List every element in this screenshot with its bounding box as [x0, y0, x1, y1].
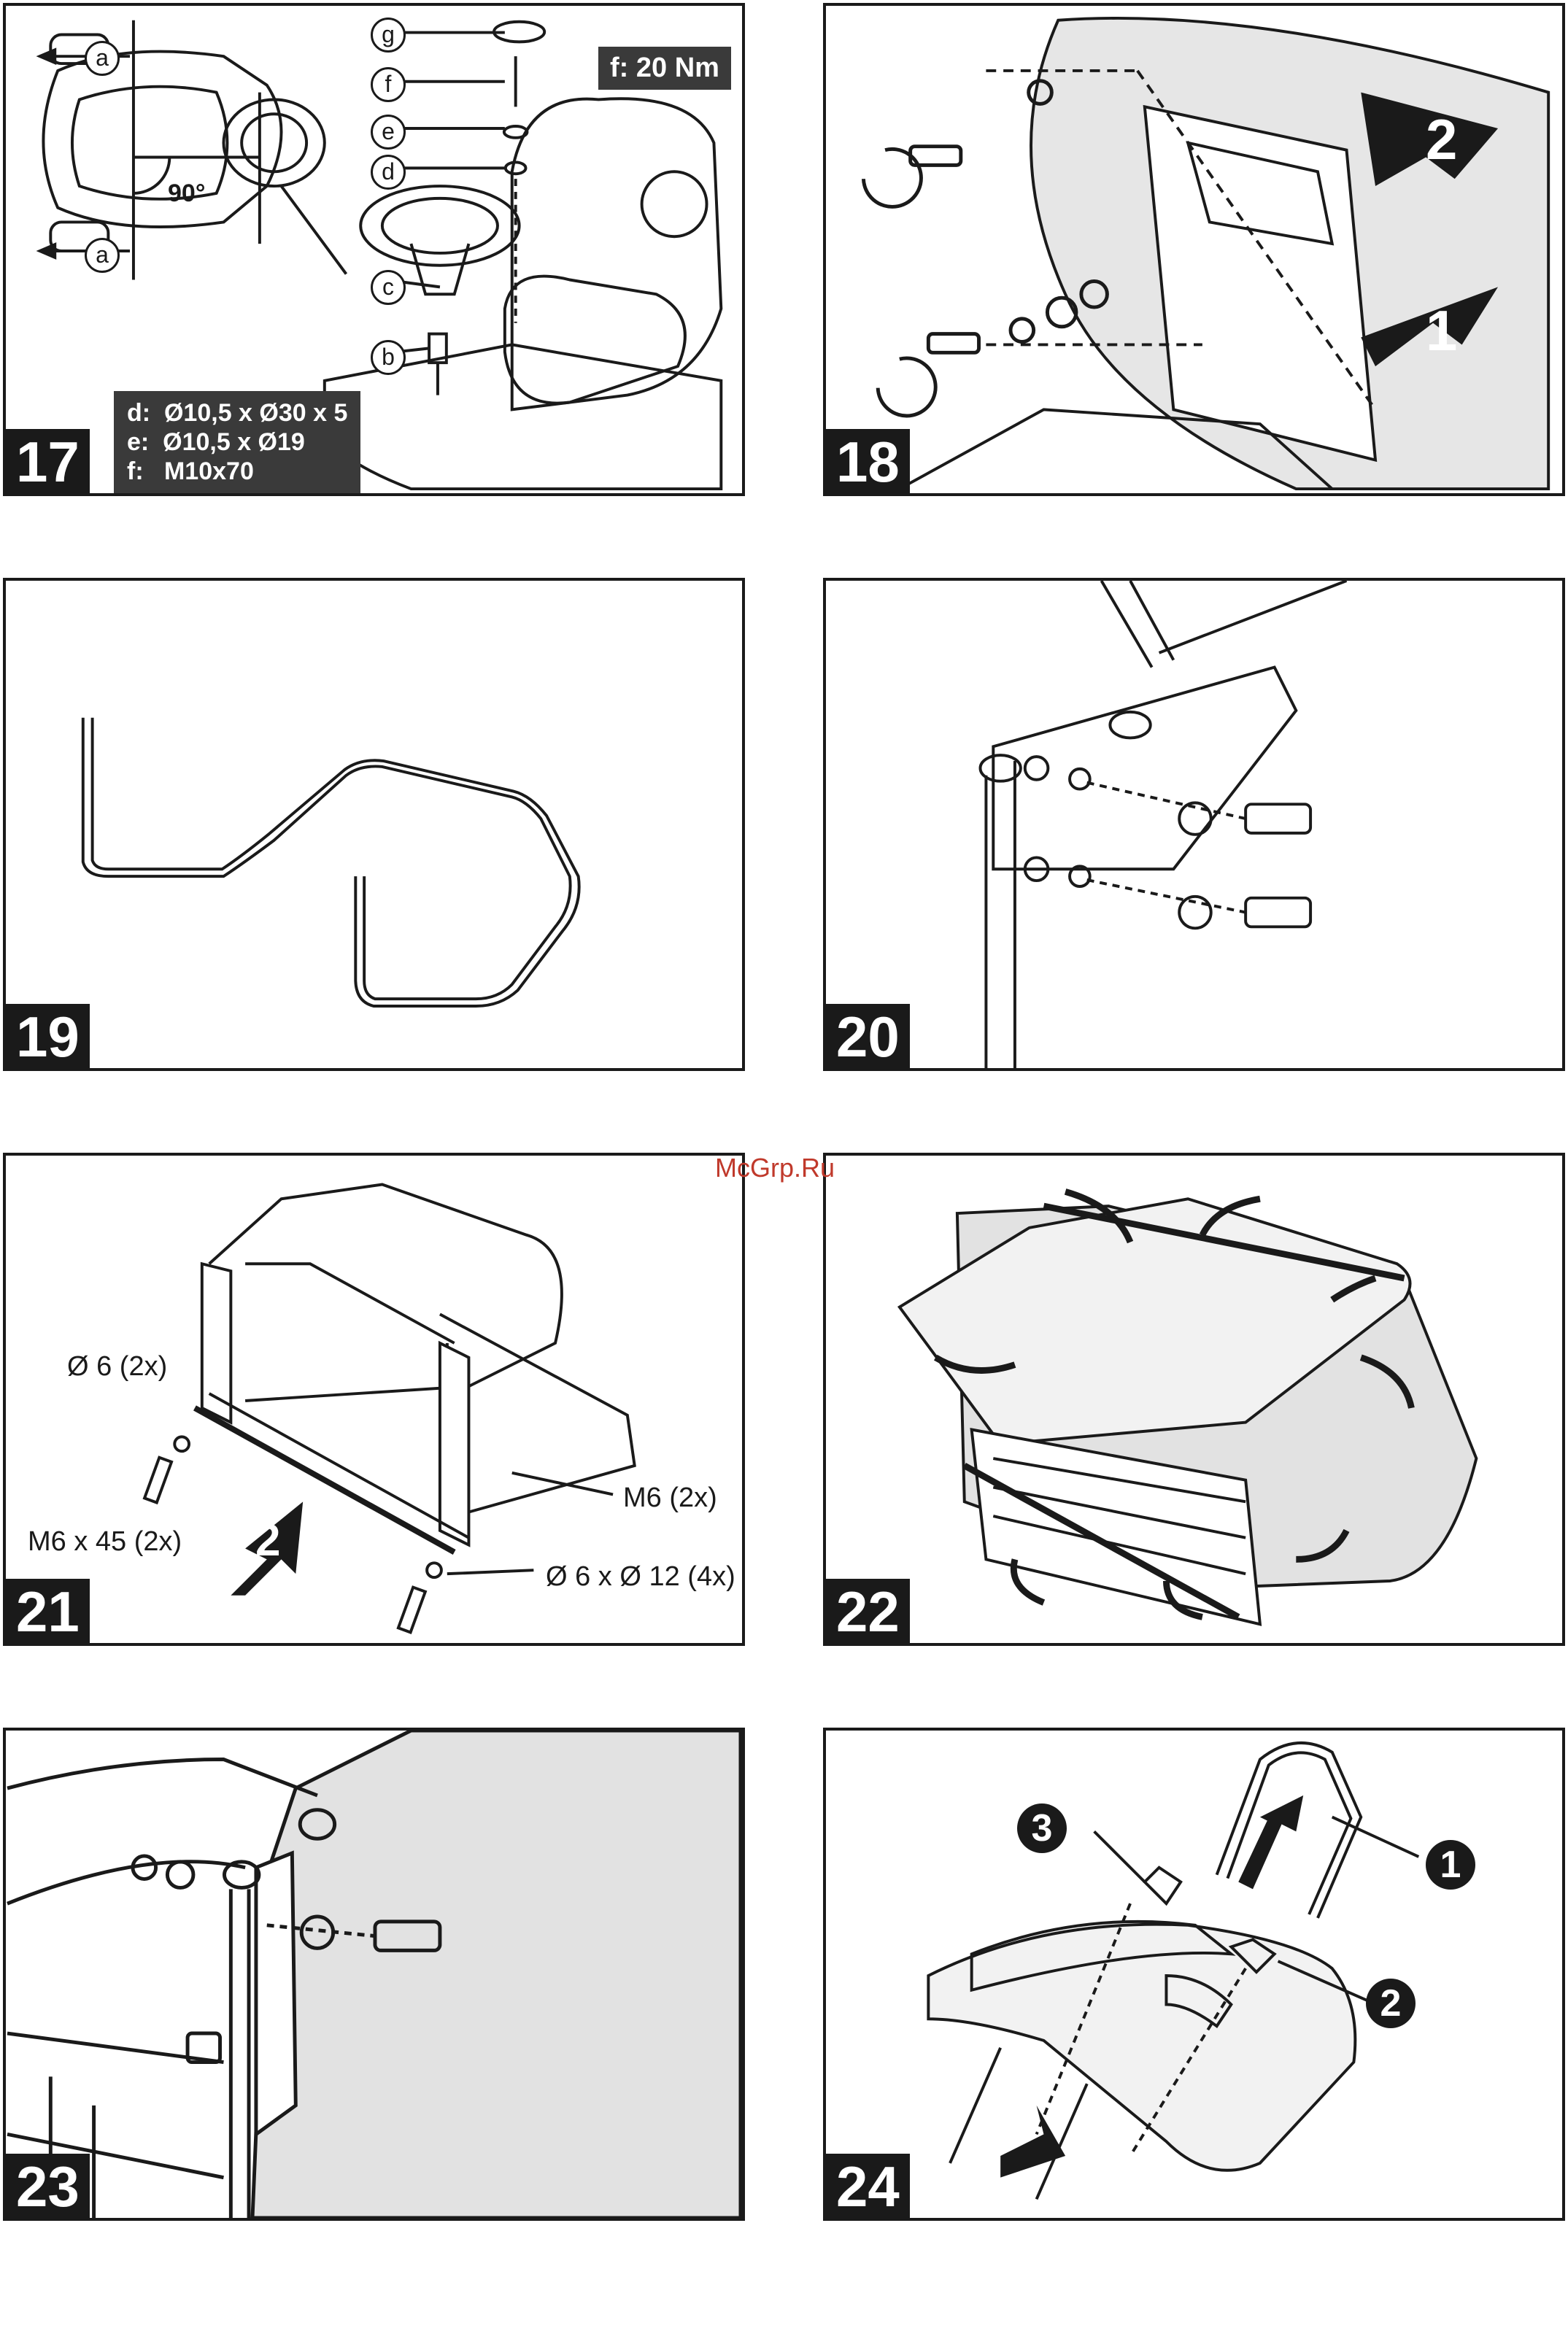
- bag-fabric-fitting-illustration: [826, 1156, 1562, 1643]
- label-c: c: [371, 270, 406, 305]
- callout-1: 1: [1426, 1840, 1475, 1890]
- panel-18: 2 1 18: [823, 3, 1565, 496]
- step-indicator-2: 2: [255, 1515, 280, 1566]
- callout-3: 3: [1017, 1803, 1067, 1853]
- label-d: d: [371, 155, 406, 190]
- step-number-22: 22: [826, 1579, 910, 1643]
- rear-guard-handle-illustration: [826, 1731, 1562, 2218]
- panel-21: Ø 6 (2x) M6 (2x) M6 x 45 (2x) Ø 6 x Ø 12…: [3, 1153, 745, 1646]
- angle-label: 90°: [168, 179, 205, 208]
- step-number-20: 20: [826, 1004, 910, 1068]
- seat-bracket-illustration: [826, 6, 1562, 493]
- step-number-23: 23: [6, 2154, 90, 2218]
- label-b: b: [371, 340, 406, 375]
- label-a-top: a: [85, 41, 120, 76]
- panel-24: 3 1 2 24: [823, 1728, 1565, 2221]
- step-indicator-2: 2: [1426, 107, 1457, 173]
- label-f: f: [371, 67, 406, 102]
- panel-19: 19: [3, 578, 745, 1071]
- step-number-18: 18: [826, 429, 910, 493]
- panel-20: 20: [823, 578, 1565, 1071]
- grass-bag-frame-illustration: [6, 581, 742, 1068]
- watermark: McGrp.Ru: [715, 1153, 835, 1183]
- step-indicator-1: 1: [1426, 298, 1457, 364]
- hole-diameter-label: Ø 6 (2x): [67, 1351, 167, 1383]
- panel-23: 23: [3, 1728, 745, 2221]
- hardware-specs: d: Ø10,5 x Ø30 x 5 e: Ø10,5 x Ø19 f: M10…: [114, 391, 360, 493]
- torque-spec: f: 20 Nm: [598, 47, 731, 90]
- step-number-17: 17: [6, 429, 90, 493]
- step-number-24: 24: [826, 2154, 910, 2218]
- frame-bracket-bolt-illustration: [826, 581, 1562, 1068]
- step-number-19: 19: [6, 1004, 90, 1068]
- label-g: g: [371, 18, 406, 53]
- bolt-size-label: M6 x 45 (2x): [28, 1526, 182, 1558]
- bag-bracket-bolt-illustration: [6, 1731, 742, 2218]
- nut-size-label: M6 (2x): [623, 1482, 717, 1514]
- callout-2: 2: [1366, 1979, 1416, 2028]
- label-a-bottom: a: [85, 238, 120, 273]
- panel-17: a a g f e d c b 90° f: 20 Nm d: Ø10,5 x …: [3, 3, 745, 496]
- label-e: e: [371, 115, 406, 150]
- step-number-21: 21: [6, 1579, 90, 1643]
- panel-22: 22: [823, 1153, 1565, 1646]
- washer-size-label: Ø 6 x Ø 12 (4x): [546, 1561, 735, 1593]
